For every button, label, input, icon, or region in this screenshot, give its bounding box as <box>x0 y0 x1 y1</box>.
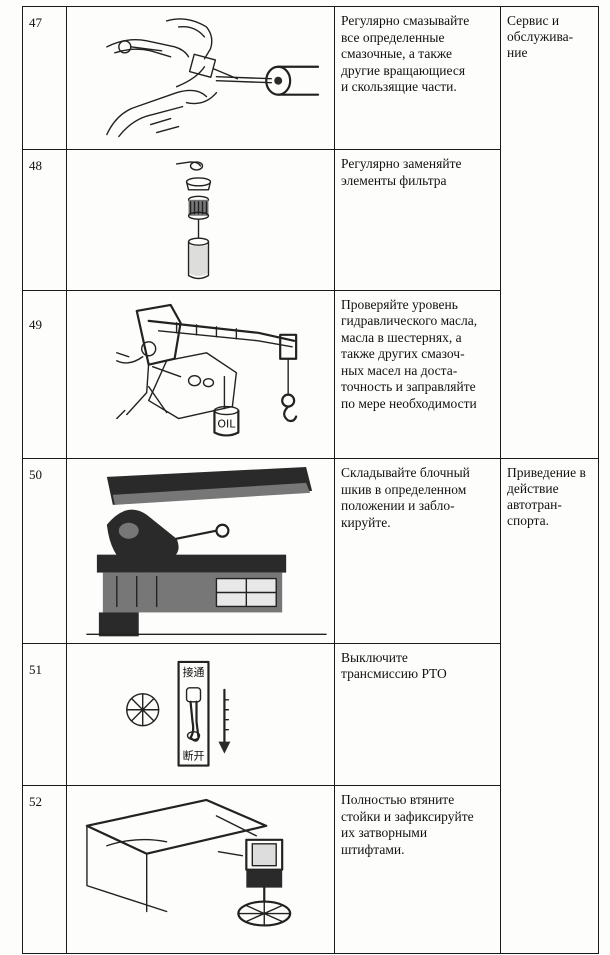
illustration-cell <box>66 458 335 644</box>
table-row: 48 Регулярно заменя <box>22 149 599 291</box>
instruction-text: Полностью втяните стойки и зафиксируйте … <box>334 785 501 955</box>
illustration-cell: OIL <box>66 289 335 460</box>
table-row: 50 Складывайте блоч <box>22 458 599 955</box>
oil-can-crane-icon: OIL <box>116 303 298 437</box>
filter-element-icon <box>175 161 212 280</box>
table-row: 52 Полностью втяните стойки и зафиксируй… <box>22 785 599 955</box>
instruction-text: Регулярно заменяйте элементы фильтра <box>334 149 501 291</box>
oil-can-label: OIL <box>217 417 236 430</box>
row-number: 50 <box>22 458 67 644</box>
pto-switch-icon: 接通 断开 <box>126 660 231 767</box>
instruction-table: 47 <box>22 5 599 955</box>
switch-on-label: 接通 <box>183 665 205 678</box>
row-number: 48 <box>22 149 67 291</box>
table-row: 47 <box>22 5 599 460</box>
instruction-text: Складывайте блочный шкив в определенном … <box>334 458 501 644</box>
instruction-text: Выключите трансмиссию PTO <box>334 642 501 787</box>
grease-gun-lubrication-icon <box>106 18 320 138</box>
row-number: 52 <box>22 785 67 955</box>
instruction-text: Проверяйте уровень гидравлического масла… <box>334 289 501 460</box>
illustration-cell: 接通 断开 <box>66 642 335 787</box>
row-number: 49 <box>22 289 67 460</box>
row-number: 51 <box>22 642 67 787</box>
section-label: Приведение в действие автотран- спорта. <box>500 458 599 955</box>
illustration-cell <box>66 785 335 955</box>
row-number: 47 <box>22 5 67 151</box>
stowed-hook-block-icon <box>86 467 327 637</box>
switch-off-label: 断开 <box>183 748 205 762</box>
illustration-cell <box>66 149 335 291</box>
illustration-cell <box>66 5 335 151</box>
section-label: Сервис и обслужива- ние <box>500 5 599 460</box>
table-row: 49 <box>22 289 599 460</box>
table-row: 51 接通 断开 Выключите трансмиссию PTO <box>22 642 599 787</box>
instruction-text: Регулярно смазывайте все определенные см… <box>334 5 501 151</box>
outrigger-lock-pin-icon <box>85 798 292 927</box>
